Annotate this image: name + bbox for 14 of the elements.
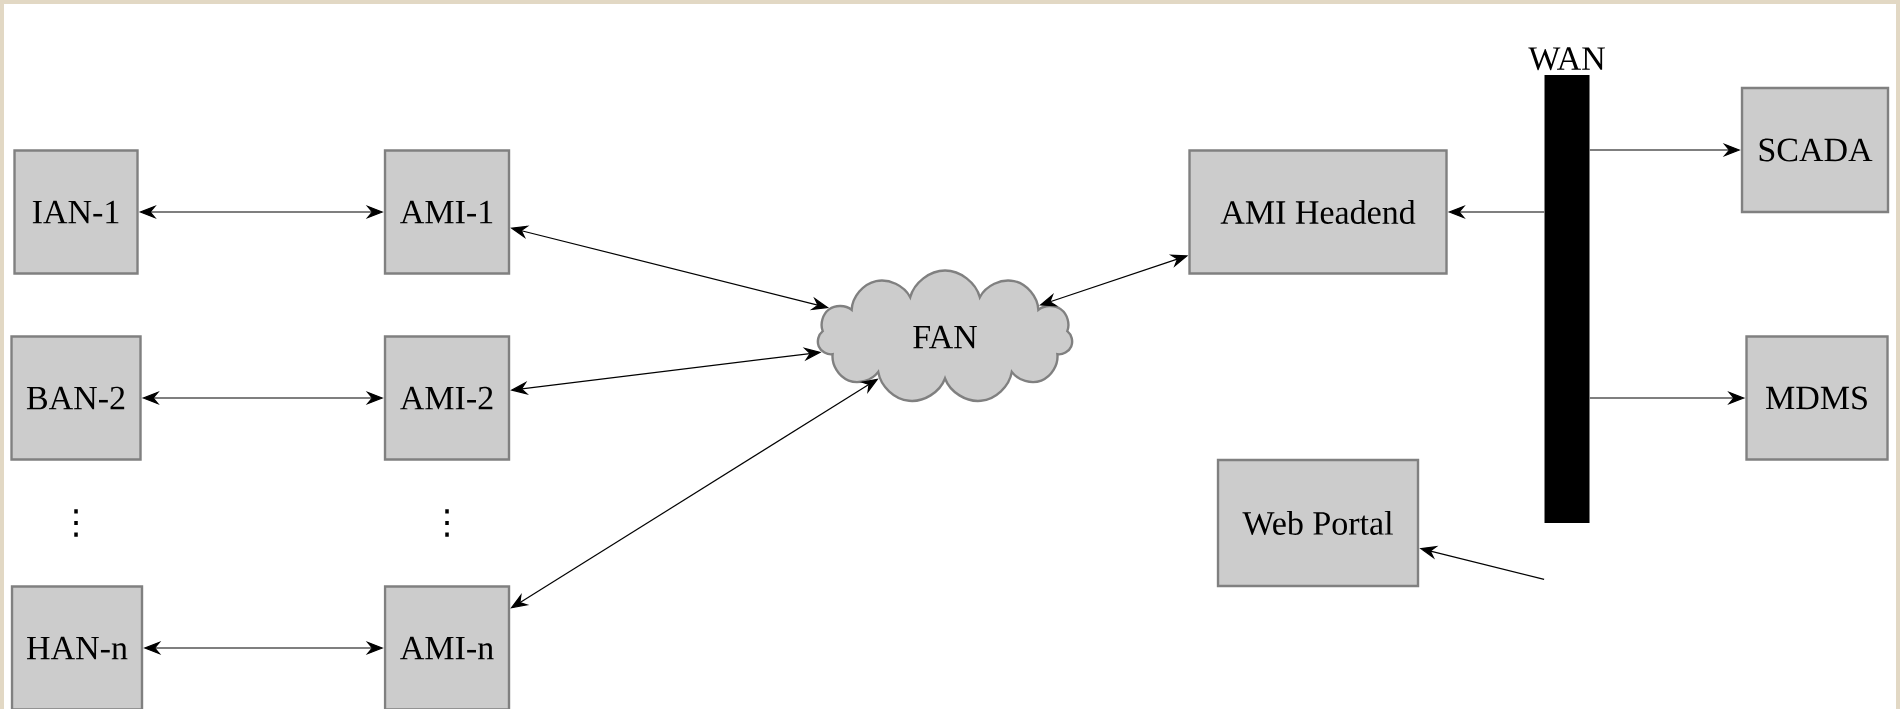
network-box: SCADA (1740, 86, 1890, 214)
network-box: Web Portal (1216, 458, 1420, 588)
network-box: AMI Headend (1188, 149, 1448, 275)
network-box: BAN-2 (10, 335, 142, 461)
network-box: MDMS (1745, 335, 1889, 461)
ellipsis-dots: ⋮ (74, 509, 78, 537)
network-box: IAN-1 (13, 149, 139, 275)
network-box: AMI-1 (383, 149, 511, 275)
bus-label: WAN (1528, 47, 1605, 71)
network-cloud: FAN (816, 269, 1074, 403)
network-box: AMI-n (383, 585, 511, 709)
network-box: HAN-n (10, 585, 144, 709)
network-box: AMI-2 (383, 335, 511, 461)
ellipsis-dots: ⋮ (445, 509, 449, 537)
